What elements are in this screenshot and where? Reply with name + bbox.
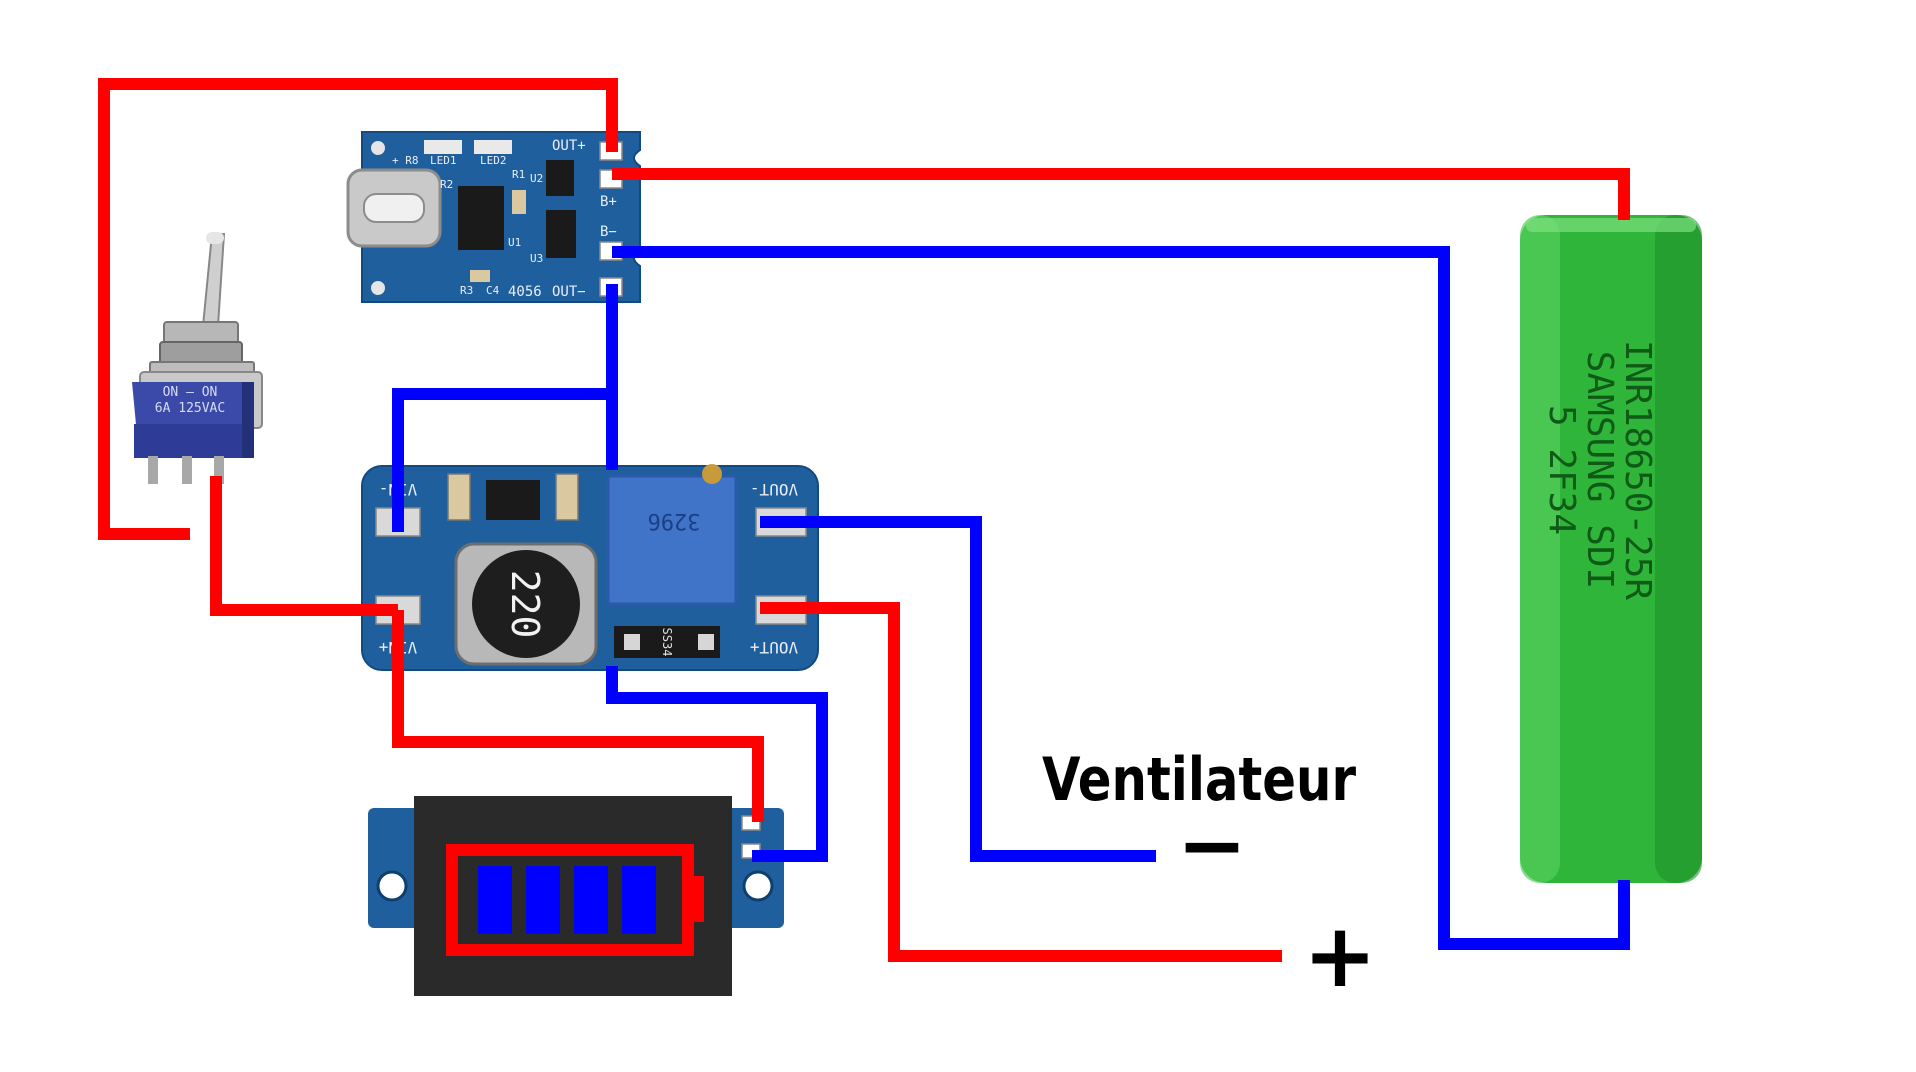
boost-label-vout-plus: VOUT+ — [750, 638, 798, 657]
boost-converter-board: 220 3296 SS34 VIN- VIN+ VOUT- VOUT+ — [361, 464, 819, 671]
charger-label-led1: LED1 — [430, 154, 457, 167]
charger-label-out-plus: OUT+ — [552, 138, 586, 154]
charger-label-r8: + R8 — [392, 154, 419, 167]
boost-label-vout-minus: VOUT- — [750, 480, 798, 499]
diode-label: SS34 — [660, 628, 674, 657]
fan-label: Ventilateur — [1042, 745, 1356, 815]
wire-boost-vout-plus-to-fan — [760, 602, 1282, 962]
charger-label-u3: U3 — [530, 252, 543, 265]
charger-label-r1: R1 — [512, 168, 525, 181]
battery-18650: INR18650-25R SAMSUNG SDI 5 2F34 — [1520, 215, 1702, 883]
charger-label-c4: C4 — [486, 284, 500, 297]
charger-label-u2: U2 — [530, 172, 543, 185]
switch-label-line2: 6A 125VAC — [155, 401, 225, 416]
charger-label-out-minus: OUT− — [552, 284, 586, 300]
wire-switch-to-charger-out-plus — [98, 78, 618, 540]
potentiometer — [606, 474, 738, 606]
wire-charger-out-minus-to-boost — [392, 284, 618, 532]
battery-label-line3: 5 2F34 — [1541, 405, 1582, 535]
toggle-switch: ON — ON 6A 125VAC — [132, 232, 263, 484]
wire-charger-b-plus-to-battery — [612, 168, 1630, 220]
battery-label-line2: SAMSUNG SDI — [1579, 351, 1620, 589]
charger-label-b-plus: B+ — [600, 194, 617, 210]
wire-charger-b-minus-to-battery — [612, 246, 1630, 950]
charger-label-b-minus: B− — [600, 224, 617, 240]
wire-boost-vin-plus-to-indicator — [392, 610, 764, 822]
wires — [98, 78, 1630, 962]
charger-label-led2: LED2 — [480, 154, 507, 167]
pot-label: 3296 — [648, 508, 701, 533]
wire-switch-to-boost-vin-plus — [210, 476, 398, 616]
charger-label-u1: U1 — [508, 236, 521, 249]
charger-label-r3: R3 — [460, 284, 473, 297]
switch-label-line1: ON — ON — [163, 385, 218, 400]
minus-label: − — [1177, 796, 1247, 894]
charger-label-model: 4056 — [508, 284, 542, 300]
wire-boost-gnd-to-indicator — [606, 666, 828, 862]
tp4056-charger-board: OUT+ B+ B− OUT− 4056 LED1 LED2 + R8 R1 R… — [346, 131, 641, 303]
plus-label: + — [1303, 904, 1377, 1007]
battery-level-indicator — [368, 796, 784, 996]
wire-boost-vout-minus-to-fan — [760, 516, 1156, 862]
charger-label-r2: R2 — [440, 178, 453, 191]
inductor-label: 220 — [503, 570, 547, 639]
battery-label-line1: INR18650-25R — [1617, 340, 1658, 600]
